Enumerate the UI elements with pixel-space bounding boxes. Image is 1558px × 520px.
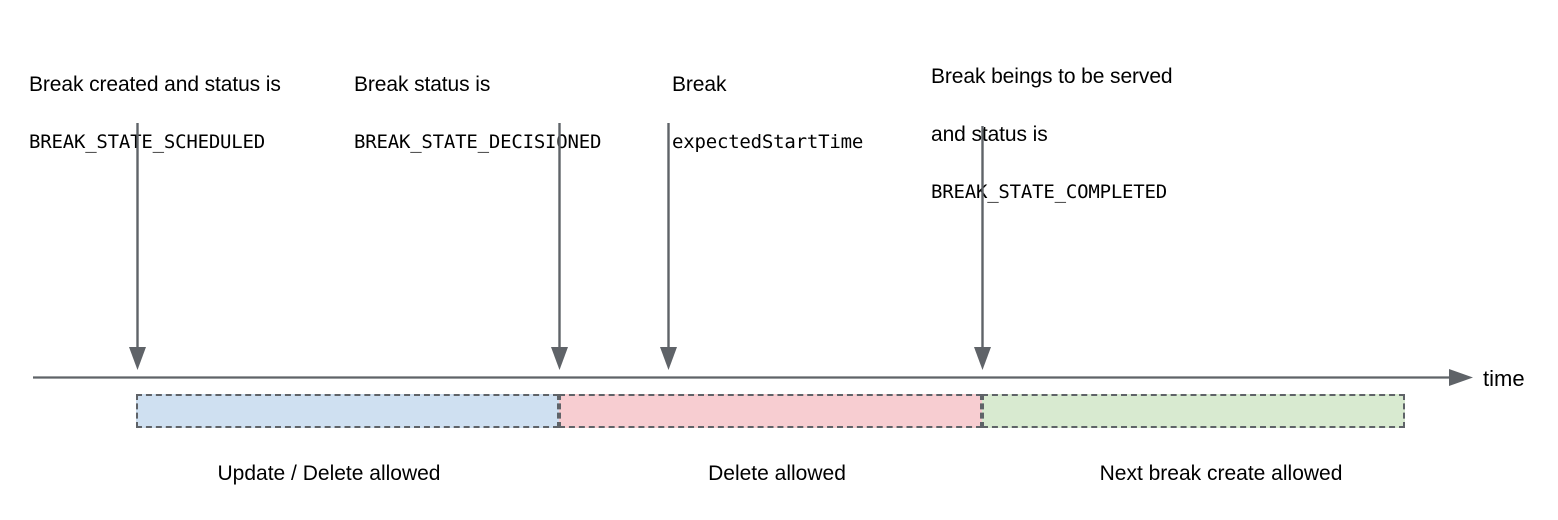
annotation-scheduled-line1: Break created and status is	[29, 73, 281, 96]
phase-caption-next-break-create: Next break create allowed	[1099, 462, 1343, 485]
annotation-decisioned-line2: BREAK_STATE_DECISIONED	[354, 131, 602, 153]
phase-caption-delete: Delete allowed	[708, 462, 846, 485]
time-axis-label: time	[1483, 366, 1525, 391]
annotation-completed-line2: and status is	[931, 123, 1048, 146]
annotation-expected-start-time: Break expectedStartTime	[672, 41, 863, 186]
pointer-arrow-scheduled	[127, 123, 148, 371]
annotation-decisioned: Break status is BREAK_STATE_DECISIONED	[354, 41, 601, 186]
pointer-arrow-expected-start-time	[658, 123, 679, 371]
annotation-completed-line3: BREAK_STATE_COMPLETED	[931, 181, 1168, 203]
time-axis	[33, 369, 1475, 386]
phase-bar-update-delete	[136, 394, 559, 428]
annotation-completed-line1: Break beings to be served	[931, 65, 1173, 88]
annotation-expected-start-time-line1: Break	[672, 73, 727, 96]
pointer-arrow-decisioned	[549, 123, 570, 371]
annotation-decisioned-line1: Break status is	[354, 73, 491, 96]
annotation-scheduled-line2: BREAK_STATE_SCHEDULED	[29, 131, 266, 153]
phase-bar-next-break-create	[982, 394, 1405, 428]
annotation-expected-start-time-line2: expectedStartTime	[672, 131, 864, 153]
pointer-arrow-completed	[972, 126, 993, 371]
phase-caption-update-delete: Update / Delete allowed	[217, 462, 441, 485]
annotation-scheduled: Break created and status is BREAK_STATE_…	[29, 41, 281, 186]
phase-bar-delete	[559, 394, 982, 428]
annotation-completed: Break beings to be served and status is …	[931, 33, 1173, 236]
